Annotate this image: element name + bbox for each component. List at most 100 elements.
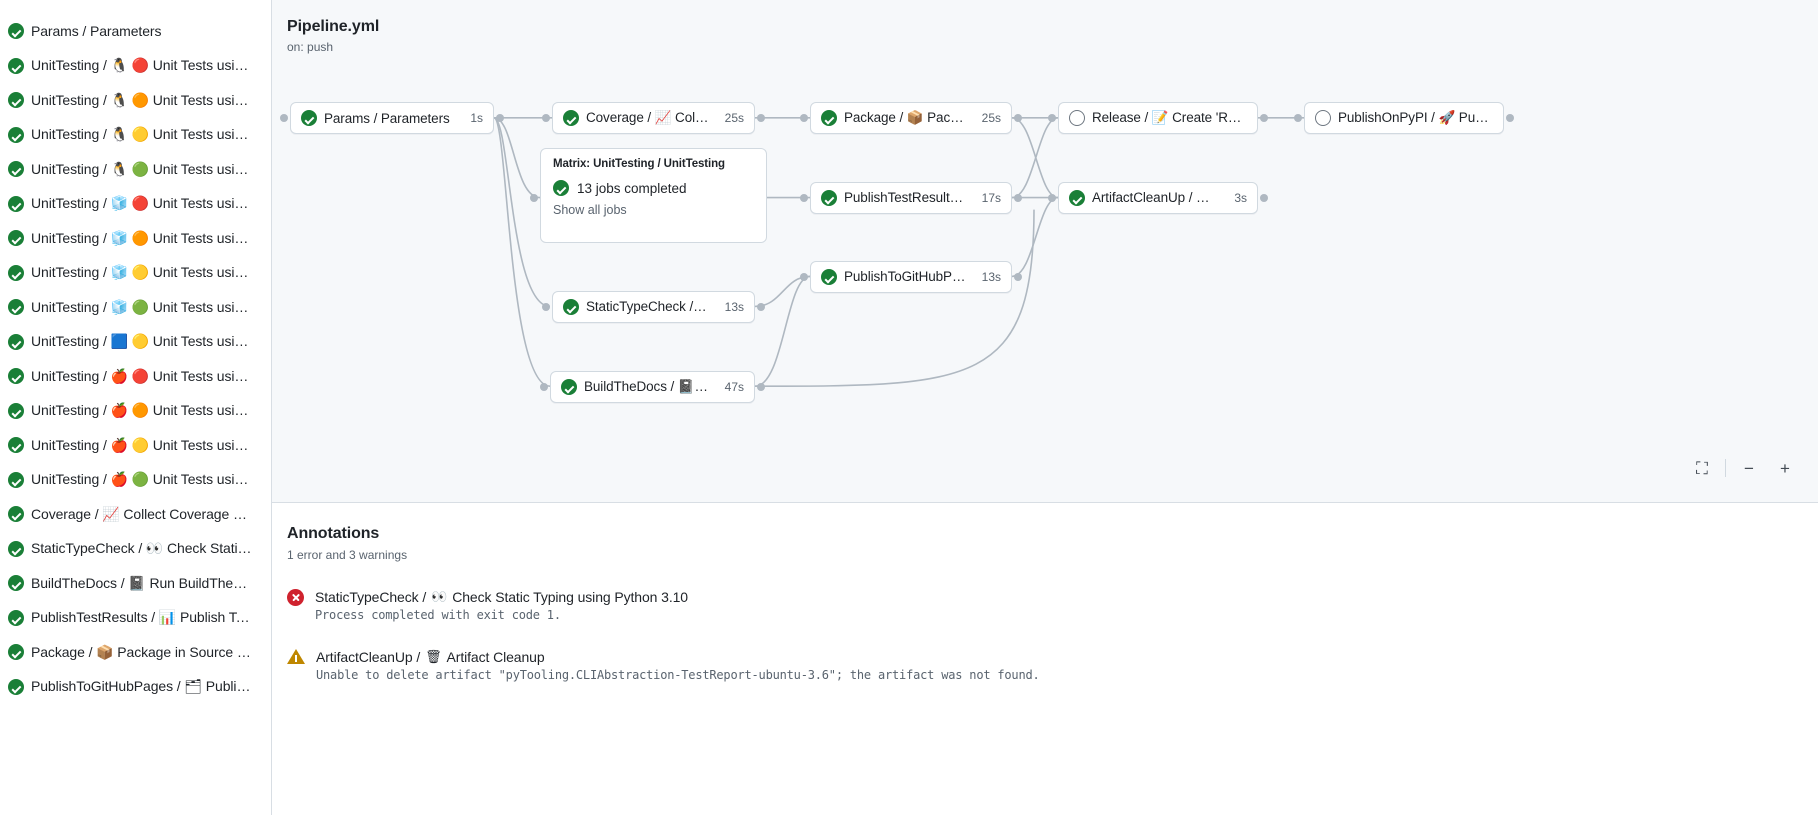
sidebar-job-item[interactable]: UnitTesting / 🐧 🟢 Unit Tests using Pyth.… <box>0 152 271 187</box>
sidebar-job-item[interactable]: UnitTesting / 🧊 🔴 Unit Tests using Pyth.… <box>0 187 271 222</box>
graph-node-testresults[interactable]: PublishTestResults / 📊 Pu...17s <box>810 182 1012 214</box>
page-title: Pipeline.yml <box>287 18 380 35</box>
graph-node-port-out <box>496 114 504 122</box>
sidebar-job-label: BuildTheDocs / 📓 Run BuildTheDocs <box>31 574 256 591</box>
matrix-summary-row[interactable]: 13 jobs completed <box>541 170 766 196</box>
graph-node-ghpages[interactable]: PublishToGitHubPages / 🗂 ...13s <box>810 261 1012 293</box>
sidebar-job-label: UnitTesting / 🍎 🔴 Unit Tests using Pyth.… <box>31 367 256 384</box>
status-success-icon <box>8 540 24 557</box>
graph-node-port-in <box>542 303 550 311</box>
sidebar-job-item[interactable]: UnitTesting / 🧊 🟡 Unit Tests using Pyth.… <box>0 256 271 291</box>
annotation-emoji-icon: 👀 <box>431 589 448 605</box>
status-success-icon <box>8 299 24 316</box>
graph-node-duration: 3s <box>1234 191 1247 205</box>
graph-node-coverage[interactable]: Coverage / 📈 Collect Cove... 25s <box>552 102 755 134</box>
sidebar-job-label: UnitTesting / 🍎 🟠 Unit Tests using Pyth.… <box>31 402 256 419</box>
annotation-job: StaticTypeCheck / <box>315 589 427 605</box>
annotation-head: StaticTypeCheck / 👀Check Static Typing u… <box>315 589 688 605</box>
annotations-title: Annotations <box>287 525 380 542</box>
graph-node-port-out <box>1260 114 1268 122</box>
sidebar-job-item[interactable]: UnitTesting / 🍎 🔴 Unit Tests using Pyth.… <box>0 359 271 394</box>
sidebar-job-item[interactable]: UnitTesting / 🐧 🟡 Unit Tests using Pyth.… <box>0 118 271 153</box>
status-success-icon <box>8 23 24 40</box>
graph-node-port-in <box>542 114 550 122</box>
annotation-head: ArtifactCleanUp / 🗑Artifact Cleanup <box>316 649 1040 665</box>
status-success-icon <box>8 575 24 592</box>
sidebar-job-item[interactable]: UnitTesting / 🧊 🟠 Unit Tests using Pyth.… <box>0 221 271 256</box>
sidebar-job-item[interactable]: UnitTesting / 🍎 🟢 Unit Tests using Pyth.… <box>0 463 271 498</box>
sidebar-job-item[interactable]: Coverage / 📈 Collect Coverage Data usi..… <box>0 497 271 532</box>
zoom-out-button[interactable]: − <box>1736 456 1762 480</box>
annotation-message: Process completed with exit code 1. <box>315 608 561 622</box>
graph-node-cleanup[interactable]: ArtifactCleanUp / 🗑 Artifac...3s <box>1058 182 1258 214</box>
graph-node-duration: 13s <box>981 270 1001 284</box>
matrix-summary-label: 13 jobs completed <box>577 180 687 196</box>
annotations-list: StaticTypeCheck / 👀Check Static Typing u… <box>287 589 1818 682</box>
status-success-icon <box>561 379 577 395</box>
annotations-panel: Annotations 1 error and 3 warnings Stati… <box>272 503 1818 815</box>
sidebar-job-label: PublishTestResults / 📊 Publish Test Resu… <box>31 609 256 626</box>
status-success-icon <box>8 195 24 212</box>
graph-node-label: Coverage / 📈 Collect Cove... <box>586 110 710 125</box>
graph-node-port-in <box>1048 114 1056 122</box>
sidebar-job-item[interactable]: UnitTesting / 🍎 🟡 Unit Tests using Pyth.… <box>0 428 271 463</box>
status-success-icon <box>8 609 24 626</box>
annotation-item[interactable]: StaticTypeCheck / 👀Check Static Typing u… <box>287 589 1818 622</box>
status-success-icon <box>8 368 24 385</box>
show-all-jobs-link[interactable]: Show all jobs <box>553 203 627 217</box>
graph-node-port-in <box>800 114 808 122</box>
status-success-icon <box>8 506 24 523</box>
status-success-icon <box>8 333 24 350</box>
sidebar-job-item[interactable]: UnitTesting / 🐧 🔴 Unit Tests using Pyth.… <box>0 49 271 84</box>
annotation-emoji-icon: 🗑 <box>425 649 442 665</box>
graph-node-port-in <box>1294 114 1302 122</box>
status-success-icon <box>821 110 837 126</box>
sidebar-job-label: Package / 📦 Package in Source and Wh... <box>31 643 256 660</box>
sidebar-job-item[interactable]: BuildTheDocs / 📓 Run BuildTheDocs <box>0 566 271 601</box>
sidebar-job-item[interactable]: UnitTesting / 🟦 🟡 Unit Tests using Pyth.… <box>0 325 271 360</box>
graph-node-pypi[interactable]: PublishOnPyPI / 🚀 Publish to ... <box>1304 102 1504 134</box>
graph-edges <box>493 116 1304 388</box>
fit-to-screen-button[interactable]: ⛶ <box>1689 456 1715 480</box>
graph-node-port-in <box>800 194 808 202</box>
graph-node-duration: 25s <box>724 111 744 125</box>
graph-node-port-in <box>540 383 548 391</box>
status-pending-icon <box>1315 110 1331 126</box>
graph-node-duration: 1s <box>470 111 483 125</box>
sidebar-job-item[interactable]: Package / 📦 Package in Source and Wh... <box>0 635 271 670</box>
sidebar-job-item[interactable]: UnitTesting / 🧊 🟢 Unit Tests using Pyth.… <box>0 290 271 325</box>
sidebar-job-item[interactable]: PublishToGitHubPages / 🗂 Publish to G... <box>0 670 271 705</box>
status-success-icon <box>563 299 579 315</box>
sidebar-job-item[interactable]: StaticTypeCheck / 👀 Check Static Typing.… <box>0 532 271 567</box>
sidebar-job-item[interactable]: UnitTesting / 🐧 🟠 Unit Tests using Pyth.… <box>0 83 271 118</box>
sidebar-job-label: UnitTesting / 🐧 🟢 Unit Tests using Pyth.… <box>31 160 256 177</box>
status-success-icon <box>8 471 24 488</box>
status-success-icon <box>563 110 579 126</box>
graph-node-typecheck[interactable]: StaticTypeCheck / 👀 Chec...13s <box>552 291 755 323</box>
graph-node-package[interactable]: Package / 📦 Package in So...25s <box>810 102 1012 134</box>
zoom-controls: ⛶ − + <box>1689 456 1798 480</box>
graph-node-builddocs[interactable]: BuildTheDocs / 📓 Run Buil...47s <box>550 371 755 403</box>
matrix-group[interactable]: Matrix: UnitTesting / UnitTesting 13 jobs… <box>540 148 767 243</box>
matrix-group-port-in <box>530 194 538 202</box>
status-success-icon <box>8 57 24 74</box>
zoom-in-button[interactable]: + <box>1772 456 1798 480</box>
sidebar-job-item[interactable]: UnitTesting / 🍎 🟠 Unit Tests using Pyth.… <box>0 394 271 429</box>
graph-node-port-out <box>757 114 765 122</box>
status-success-icon <box>821 269 837 285</box>
matrix-group-title: Matrix: UnitTesting / UnitTesting <box>553 158 725 170</box>
status-success-icon <box>8 92 24 109</box>
sidebar-job-item[interactable]: PublishTestResults / 📊 Publish Test Resu… <box>0 601 271 636</box>
main-content: Pipeline.yml on: push <box>272 0 1818 815</box>
sidebar-job-label: UnitTesting / 🧊 🟢 Unit Tests using Pyth.… <box>31 298 256 315</box>
sidebar-job-label: UnitTesting / 🐧 🔴 Unit Tests using Pyth.… <box>31 57 256 74</box>
sidebar-job-label: UnitTesting / 🐧 🟠 Unit Tests using Pyth.… <box>31 91 256 108</box>
graph-node-release[interactable]: Release / 📝 Create 'Release P... <box>1058 102 1258 134</box>
sidebar-job-item[interactable]: Params / Parameters <box>0 14 271 49</box>
graph-node-port-in <box>1048 194 1056 202</box>
